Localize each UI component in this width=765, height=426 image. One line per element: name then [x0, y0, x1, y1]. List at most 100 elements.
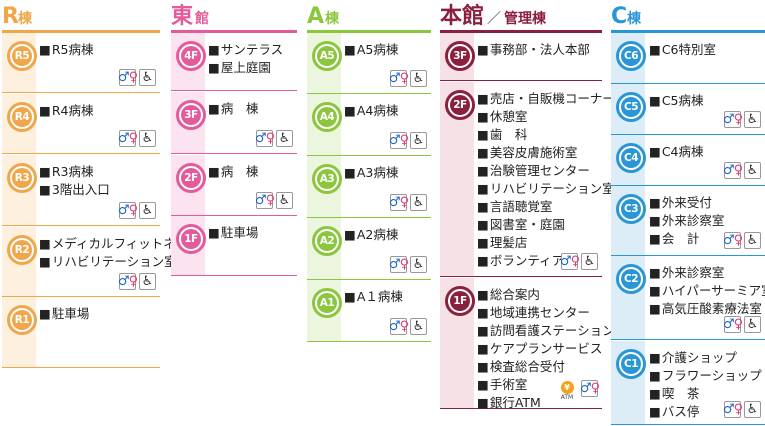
- facility-item[interactable]: 手術室: [477, 376, 615, 394]
- wc-male-female-icon: ♂♀: [389, 318, 409, 335]
- floor-divider: [307, 93, 431, 94]
- header-subtitle: 管理棟: [504, 11, 546, 27]
- facility-item[interactable]: 事務部・法人本部: [477, 41, 590, 59]
- male-icon: ♂: [117, 131, 130, 146]
- facility-item[interactable]: 美容皮膚施術室: [477, 144, 618, 162]
- facility-item[interactable]: 病 棟: [208, 163, 259, 181]
- amenity-icons: ♂♀♿: [389, 318, 427, 335]
- facility-item[interactable]: A5病棟: [344, 41, 399, 59]
- floor-badge-label: R5: [12, 46, 32, 66]
- facility-item[interactable]: 歯 科: [477, 126, 618, 144]
- floor-r3: R3R3病棟3階出入口 ♂♀♿: [2, 155, 160, 226]
- facility-item[interactable]: 理髪店: [477, 234, 618, 252]
- floor-divider: [2, 296, 160, 297]
- facility-item[interactable]: C6特別室: [649, 41, 716, 59]
- atm-label: ATM: [560, 394, 574, 401]
- floor-badge: A4: [312, 102, 342, 132]
- floor-items: R4病棟: [39, 102, 94, 120]
- floor-items: 駐車場: [39, 305, 90, 323]
- facility-item[interactable]: 検査総合受付: [477, 358, 615, 376]
- female-icon: ♀: [128, 70, 138, 85]
- wheelchair-icon: ♿: [410, 194, 427, 211]
- wc-male-female-icon: ♂♀: [389, 70, 409, 87]
- facility-item[interactable]: 言語聴覚室: [477, 198, 618, 216]
- wc-male-female-icon: ♂♀: [723, 232, 743, 249]
- header-suffix: 棟: [325, 11, 339, 27]
- column-e: 東館4Fサンテラス屋上庭園3F病 棟♂♀♿2F病 棟♂♀♿1F駐車場: [171, 0, 297, 426]
- facility-item[interactable]: バス停: [649, 403, 762, 421]
- amenity-icons: ♂♀♿: [117, 130, 156, 147]
- facility-item[interactable]: R5病棟: [39, 41, 94, 59]
- facility-item[interactable]: ボランティア室: [477, 252, 618, 270]
- floor-a1: A1A１病棟♂♀♿: [307, 280, 431, 342]
- floor-2f: 2F売店・自販機コーナー休憩室歯 科美容皮膚施術室治験管理センターリハビリテーシ…: [440, 82, 618, 277]
- floor-items: A2病棟: [344, 226, 399, 244]
- facility-item[interactable]: 訪問看護ステーション: [477, 322, 615, 340]
- facility-item[interactable]: 会 計: [649, 230, 724, 248]
- facility-item[interactable]: ケアプランサービス: [477, 340, 615, 358]
- facility-item[interactable]: 駐車場: [39, 305, 90, 323]
- floor-divider: [611, 83, 765, 84]
- floor-badge: R1: [7, 305, 37, 335]
- atm-icon: ¥ATM: [556, 380, 578, 402]
- floor-items: A4病棟: [344, 102, 399, 120]
- facility-item[interactable]: 売店・自販機コーナー: [477, 90, 618, 108]
- header-title: 本館: [440, 4, 485, 29]
- male-icon: ♂: [559, 254, 572, 269]
- female-icon: ♀: [128, 274, 138, 289]
- amenity-icons: ♂♀♿: [723, 401, 761, 418]
- facility-item[interactable]: 総合案内: [477, 286, 615, 304]
- facility-item[interactable]: 介護ショップ: [649, 349, 762, 367]
- facility-item[interactable]: 高気圧酸素療法室: [649, 300, 765, 318]
- header-suffix: 棟: [627, 11, 641, 27]
- facility-item[interactable]: 休憩室: [477, 108, 618, 126]
- amenity-icons: ♂♀♿: [389, 70, 427, 87]
- facility-item[interactable]: R3病棟: [39, 163, 110, 181]
- facility-item[interactable]: A3病棟: [344, 164, 399, 182]
- facility-item[interactable]: A１病棟: [344, 288, 403, 306]
- floor-badge: R5: [7, 41, 37, 71]
- wc-male-female-icon: ♂♀: [579, 380, 600, 397]
- female-icon: ♀: [128, 203, 138, 218]
- wheelchair-icon: ♿: [581, 253, 598, 270]
- facility-item[interactable]: リハビリテーション室Ⅱ: [39, 253, 188, 271]
- facility-item[interactable]: メディカルフィットネス: [39, 235, 188, 253]
- facility-item[interactable]: A4病棟: [344, 102, 399, 120]
- floor-c1: C1介護ショップフラワーショップ喫 茶バス停♂♀♿: [611, 341, 765, 425]
- floor-divider: [2, 92, 160, 93]
- facility-item[interactable]: A2病棟: [344, 226, 399, 244]
- facility-item[interactable]: 図書室・庭園: [477, 216, 618, 234]
- facility-item[interactable]: 外来診察室: [649, 264, 765, 282]
- floor-items: A5病棟: [344, 41, 399, 59]
- wc-male-female-icon: ♂♀: [117, 130, 138, 147]
- facility-item[interactable]: 病 棟: [208, 100, 259, 118]
- facility-item[interactable]: 駐車場: [208, 224, 259, 242]
- male-icon: ♂: [254, 193, 267, 208]
- amenity-icons: ♂♀♿: [118, 202, 156, 219]
- floor-badge: A2: [312, 226, 342, 256]
- floor-badge: 3F: [176, 100, 206, 130]
- male-icon: ♂: [254, 131, 267, 146]
- facility-item[interactable]: サンテラス: [208, 41, 283, 59]
- floor-items: 駐車場: [208, 224, 259, 242]
- facility-item[interactable]: C4病棟: [649, 143, 704, 161]
- facility-item[interactable]: 3階出入口: [39, 181, 110, 199]
- facility-item[interactable]: 喫 茶: [649, 385, 762, 403]
- facility-item[interactable]: 外来診察室: [649, 212, 725, 230]
- facility-item[interactable]: 治験管理センター: [477, 162, 618, 180]
- facility-item[interactable]: リハビリテーション室Ⅰ: [477, 180, 618, 198]
- facility-item[interactable]: 地域連携センター: [477, 304, 615, 322]
- facility-item[interactable]: 外来受付: [649, 194, 724, 212]
- facility-item[interactable]: フラワーショップ: [649, 367, 762, 385]
- facility-item[interactable]: ハイパーサーミア室: [649, 282, 765, 300]
- facility-item[interactable]: R4病棟: [39, 102, 94, 120]
- facility-item[interactable]: 銀行ATM: [477, 394, 615, 412]
- floor-divider: [440, 276, 602, 277]
- floor-divider: [611, 424, 765, 425]
- female-icon: ♀: [265, 131, 275, 146]
- male-icon: ♂: [579, 381, 592, 396]
- facility-item[interactable]: 屋上庭園: [208, 59, 283, 77]
- floor-badge: R3: [7, 163, 37, 193]
- facility-item[interactable]: C5病棟: [649, 92, 704, 110]
